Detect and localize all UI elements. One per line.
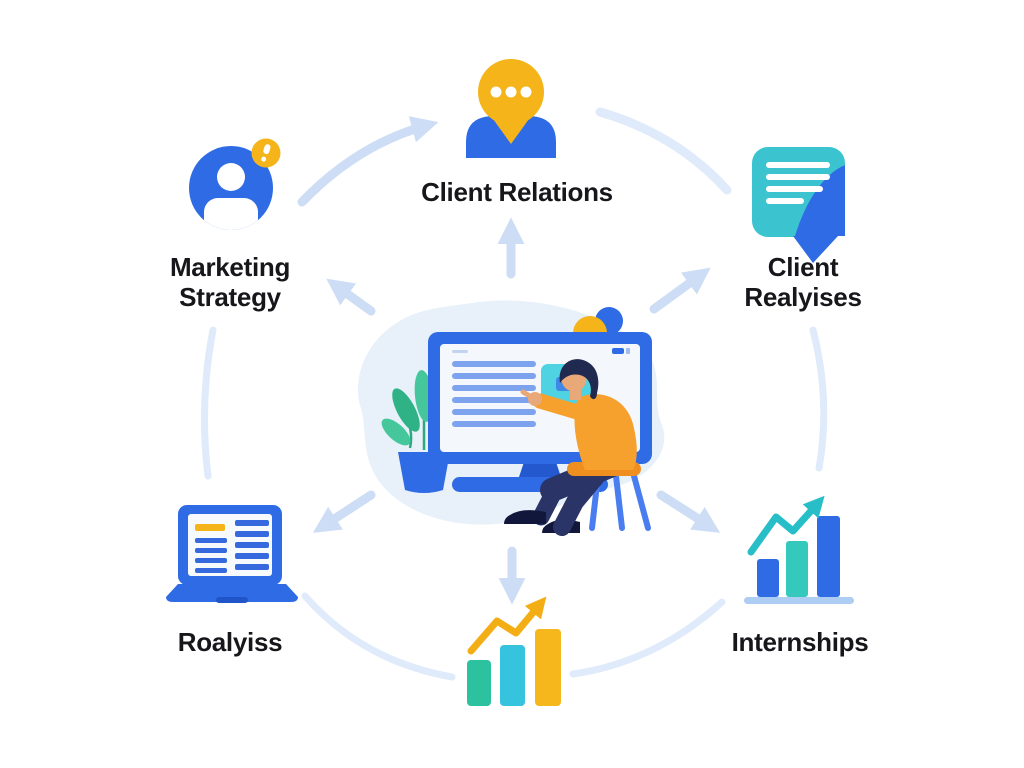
marketing-strategy-label: Marketing Strategy: [118, 252, 342, 312]
curved-arrow-top-left: [297, 116, 439, 207]
client-realyises-line2: Realyises: [744, 282, 862, 312]
arrow-down-left-icon: [312, 490, 376, 533]
speech-pin-person-icon: [466, 59, 556, 158]
yellow-growth-bar-chart-icon: [467, 596, 561, 706]
arrow-up-left-icon: [326, 278, 376, 316]
internships-label: Internships: [731, 627, 869, 657]
monitor-stand: [518, 462, 562, 480]
roalyiss-label: Roalyiss: [177, 627, 283, 657]
arrow-down-right-icon: [656, 490, 721, 533]
arc-right: [809, 326, 828, 472]
radial-arrows: [312, 217, 721, 605]
client-realyises-line1: Client: [767, 252, 839, 282]
person-neck: [570, 386, 581, 400]
circle-arc-segments: [200, 107, 828, 681]
arc-bottom-left: [301, 592, 456, 681]
arc-left: [200, 326, 217, 480]
user-avatar-badge-icon: [189, 138, 281, 230]
arrow-up-right-icon: [649, 267, 711, 314]
marketing-strategy-line1: Marketing: [169, 252, 291, 282]
person-shoe-front: [504, 510, 546, 524]
arc-bottom-right: [569, 598, 726, 678]
person-arm: [532, 393, 602, 425]
chat-message-lines-icon: [752, 147, 845, 263]
seated-person-illustration: [504, 359, 641, 536]
marketing-strategy-line2: Strategy: [179, 282, 281, 312]
growth-bar-chart-icon: [744, 495, 854, 604]
client-relations-label: Client Relations: [421, 177, 613, 207]
arc-top-right: [595, 107, 732, 195]
person-hair: [559, 359, 599, 400]
center-illustration: [357, 300, 665, 536]
laptop-report-icon: [166, 505, 298, 603]
client-realyises-label: Client Realyises: [691, 252, 915, 312]
